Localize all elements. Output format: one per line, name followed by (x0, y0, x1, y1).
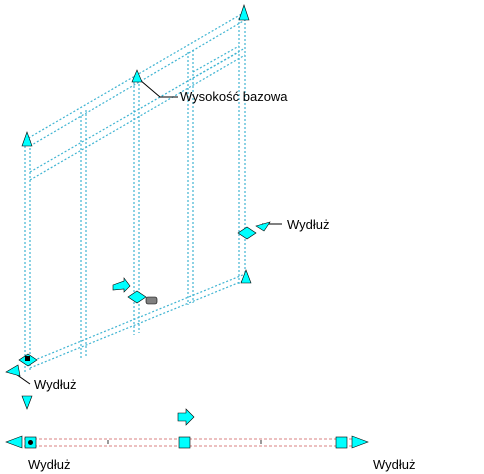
left-grip-marker-icon (25, 356, 30, 361)
left-lengthen-label: Wydłuż (34, 377, 77, 392)
top-right-arrow-grip[interactable] (238, 4, 250, 21)
base-height-label: Wysokość bazowa (180, 89, 288, 104)
plan-right-lengthen-label: Wydłuż (373, 457, 416, 472)
plan-direction-arrow-grip[interactable] (177, 408, 195, 426)
plan-right-lengthen-grip[interactable] (335, 435, 369, 449)
plan-left-lengthen-label: Wydłuż (28, 457, 71, 472)
plan-start-point-icon (28, 440, 33, 445)
plan-view-ticks (107, 440, 262, 444)
right-lengthen-label: Wydłuż (287, 217, 330, 232)
plan-midpoint-grip[interactable] (178, 436, 191, 449)
lock-icon (145, 296, 158, 305)
center-move-grip[interactable] (112, 277, 147, 304)
left-top-arrow-grip[interactable] (21, 131, 33, 147)
curtain-wall-frame (24, 11, 246, 372)
base-height-arrow-grip[interactable] (131, 69, 143, 83)
right-lengthen-grip[interactable] (237, 221, 271, 284)
left-lengthen-grip[interactable] (5, 353, 38, 410)
